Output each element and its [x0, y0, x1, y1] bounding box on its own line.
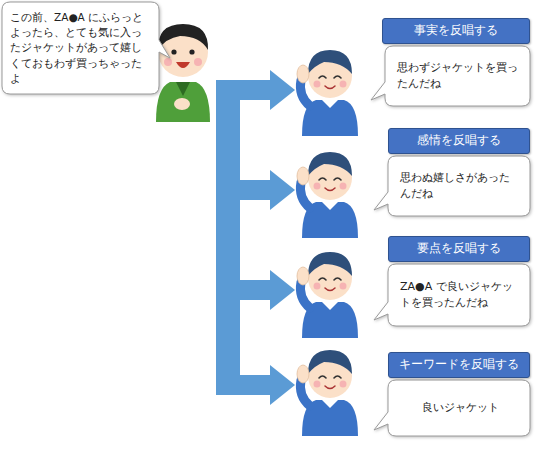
listener-figure [297, 350, 358, 436]
speaker-figure [156, 24, 210, 122]
reply-bubble: 良いジャケット [388, 380, 530, 436]
bubble-path [371, 46, 530, 106]
bubble-path [374, 156, 530, 216]
reply-bubble: ZA●A で良いジャケットを買ったんだね [388, 264, 530, 326]
bubble-path [374, 380, 530, 436]
header-text: 要点を反唱する [417, 240, 501, 257]
listener-figure [297, 152, 358, 238]
header-text: キーワードを反唱する [399, 356, 519, 373]
reply-bubble: 思わずジャケットを買ったんだね [385, 46, 530, 106]
header-text: 事実を反唱する [414, 22, 498, 39]
bubble-text: この前、ZA●A にふらっとよったら、とても気に入ったジャケットがあって嬉しくて… [10, 10, 151, 86]
reply-bubble: 思わぬ嬉しさがあったんだね [388, 156, 530, 216]
bubble-text: 良いジャケット [422, 400, 499, 416]
bubble-text: ZA●A で良いジャケットを買ったんだね [400, 279, 520, 311]
bubble-outline [388, 264, 530, 326]
bubble-outline [388, 156, 530, 216]
header-box: キーワードを反唱する [388, 352, 530, 378]
bubble-outline [385, 46, 530, 106]
bubble-path [374, 264, 530, 326]
header-text: 感情を反唱する [417, 132, 501, 149]
bubble-text: 思わずジャケットを買ったんだね [397, 60, 520, 92]
speech-bubble: この前、ZA●A にふらっとよったら、とても気に入ったジャケットがあって嬉しくて… [2, 2, 159, 94]
listener-figure [297, 50, 358, 136]
bubble-text: 思わぬ嬉しさがあったんだね [400, 170, 520, 202]
header-box: 事実を反唱する [382, 18, 530, 44]
bubble-path [2, 2, 170, 94]
listener-figure [297, 252, 358, 338]
branch-arrow [216, 70, 295, 405]
header-box: 要点を反唱する [388, 236, 530, 262]
header-box: 感情を反唱する [388, 128, 530, 154]
